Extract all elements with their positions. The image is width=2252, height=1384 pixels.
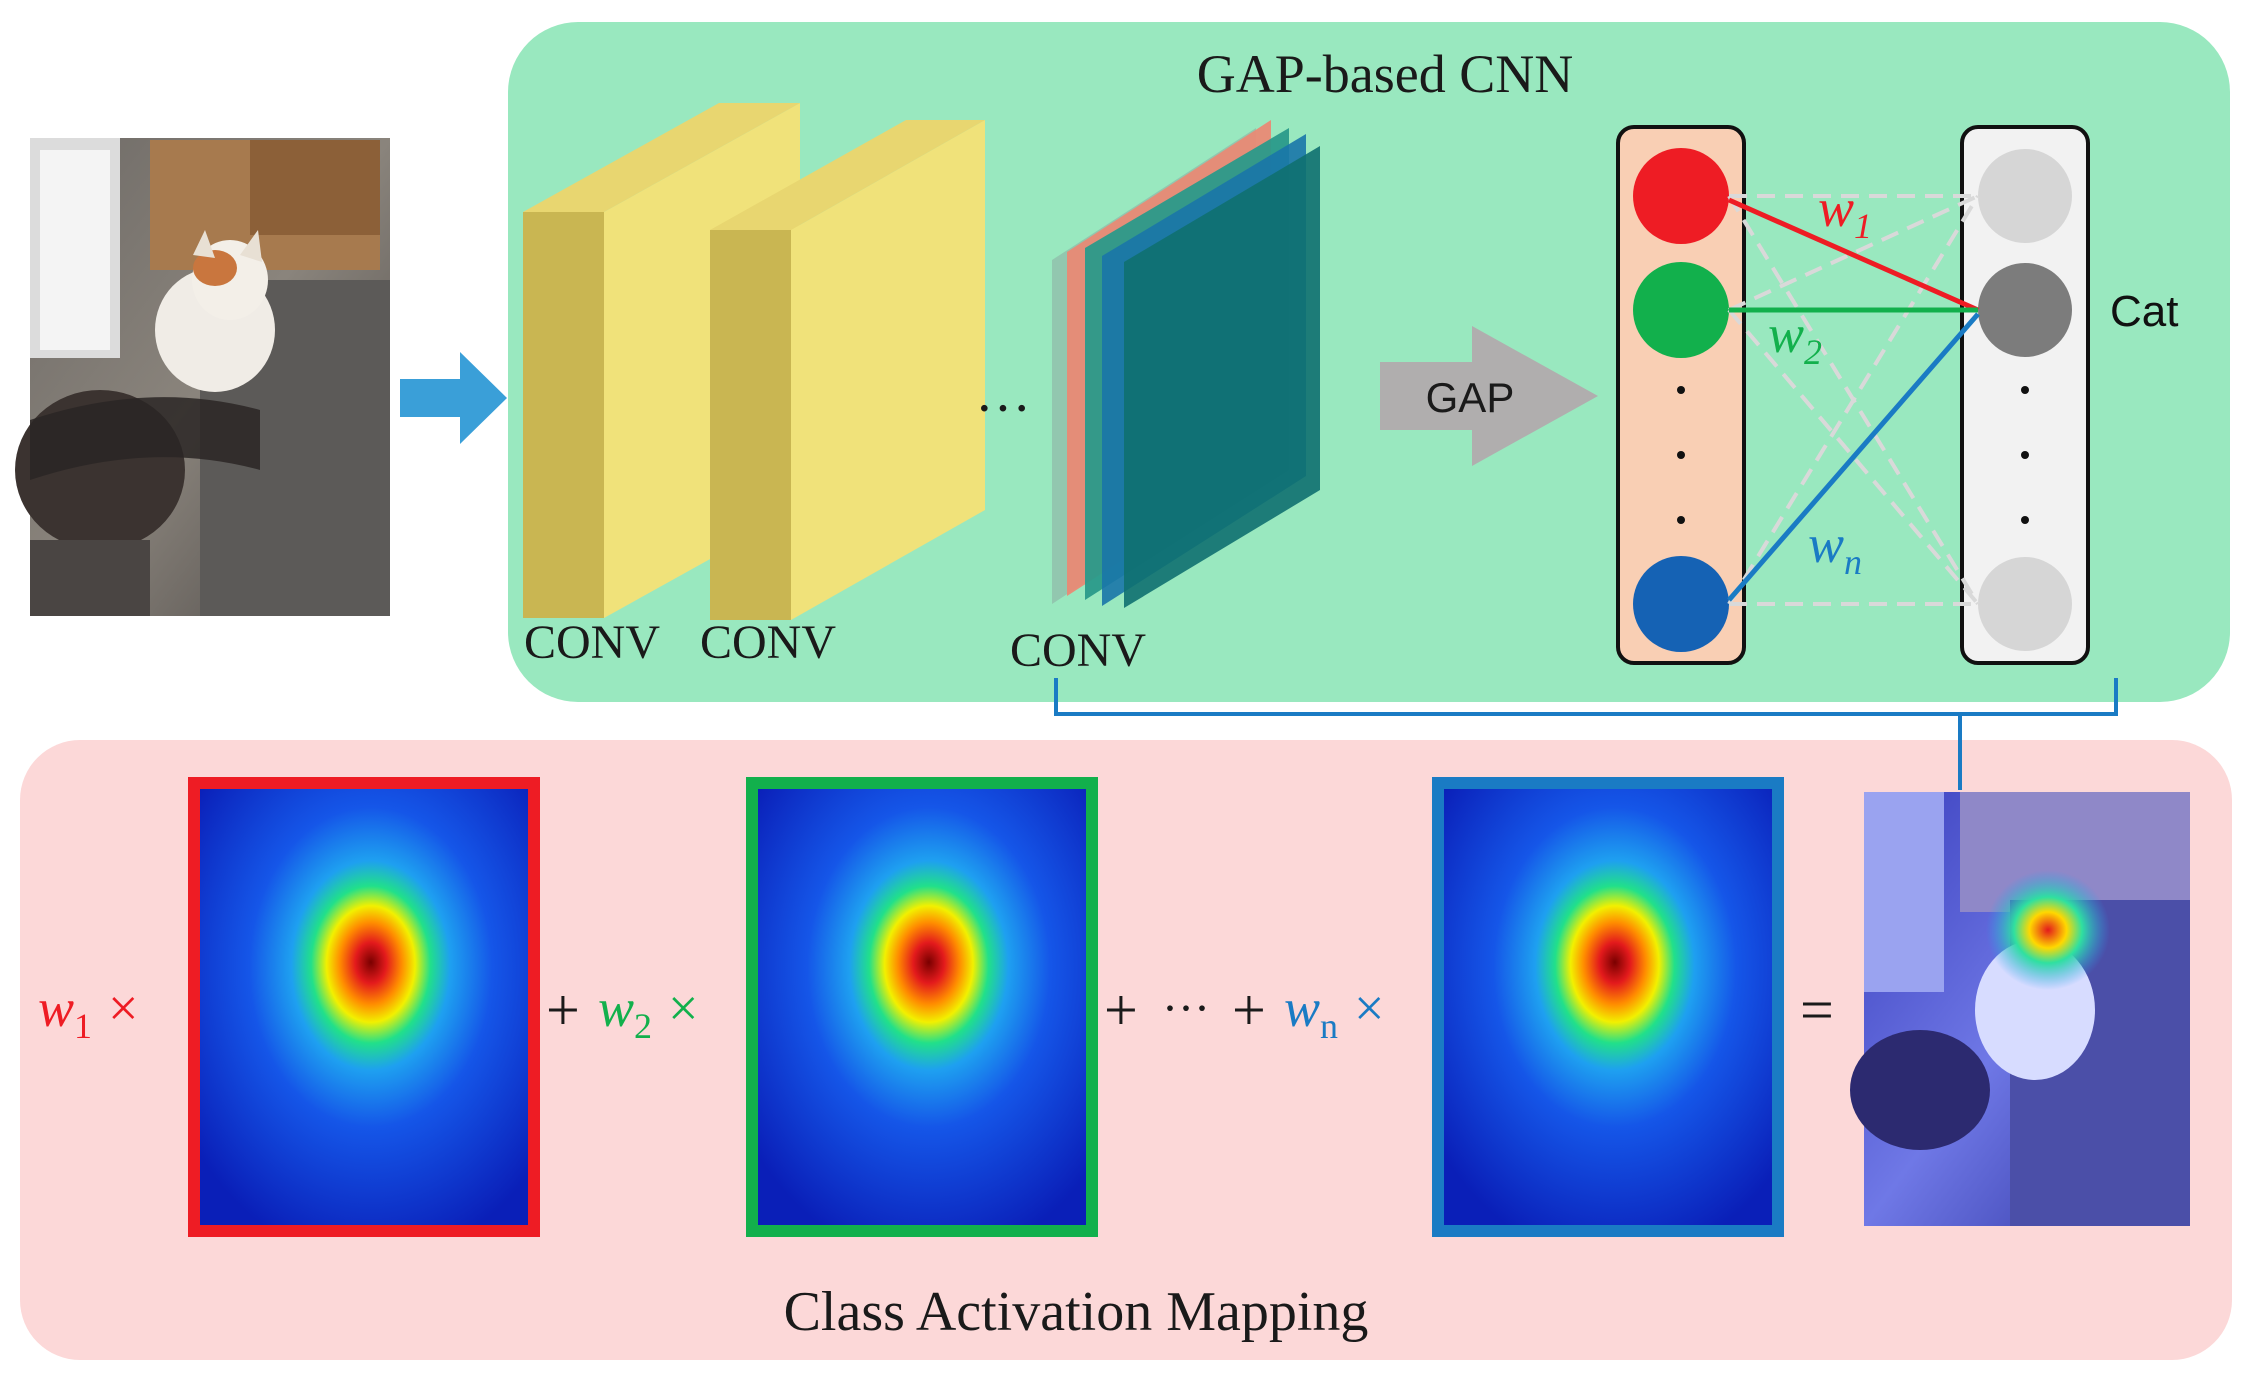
feature-maps-stack: [1052, 120, 1320, 608]
weight-line-wn: [1727, 312, 1980, 602]
gap-node-blue: [1633, 556, 1729, 652]
weight-label-wn: wn: [1808, 514, 1862, 582]
output-node-cat: [1978, 263, 2072, 357]
eq-dots: ···: [1162, 982, 1210, 1035]
heatmap-n: [1432, 777, 1784, 1237]
input-arrow: [400, 352, 507, 444]
eq-term-w1: w1×: [38, 978, 139, 1046]
gap-node-green: [1633, 262, 1729, 358]
conv-block-2: [710, 120, 985, 620]
conv-ellipsis: ···: [975, 378, 1031, 440]
eq-term-wn: wn×: [1284, 978, 1385, 1046]
gap-vertical-dots: [1677, 386, 1685, 524]
weight-line-w1: [1727, 197, 1980, 313]
weight-label-w2: w2: [1768, 304, 1822, 372]
output-vertical-dots: [2021, 386, 2029, 524]
gap-node-red: [1633, 148, 1729, 244]
eq-plus-3: +: [1232, 977, 1266, 1043]
class-label-cat: Cat: [2110, 287, 2178, 336]
heatmap-1: [188, 777, 540, 1237]
weight-label-w1: w1: [1818, 178, 1872, 246]
output-node-1: [1978, 149, 2072, 243]
conv-label-3: CONV: [1010, 624, 1146, 677]
eq-term-w2: w2×: [598, 978, 699, 1046]
gap-arrow: GAP: [1380, 326, 1598, 466]
cam-title: Class Activation Mapping: [784, 1281, 1369, 1343]
eq-plus-2: +: [1104, 977, 1138, 1043]
output-vector-box: [1960, 125, 2090, 665]
gap-vector-box: [1616, 125, 1746, 665]
gap-cnn-title: GAP-based CNN: [1197, 44, 1573, 104]
cam-result-photo: [1850, 792, 2190, 1226]
eq-equals: =: [1800, 977, 1834, 1043]
heatmap-2: [746, 777, 1098, 1237]
input-cat-photo: [15, 138, 390, 616]
gap-label: GAP: [1426, 374, 1515, 421]
output-node-n: [1978, 557, 2072, 651]
conv-label-1: CONV: [524, 616, 660, 669]
conv-label-2: CONV: [700, 616, 836, 669]
dashed-connections: [1727, 194, 1980, 606]
eq-plus-1: +: [546, 977, 580, 1043]
